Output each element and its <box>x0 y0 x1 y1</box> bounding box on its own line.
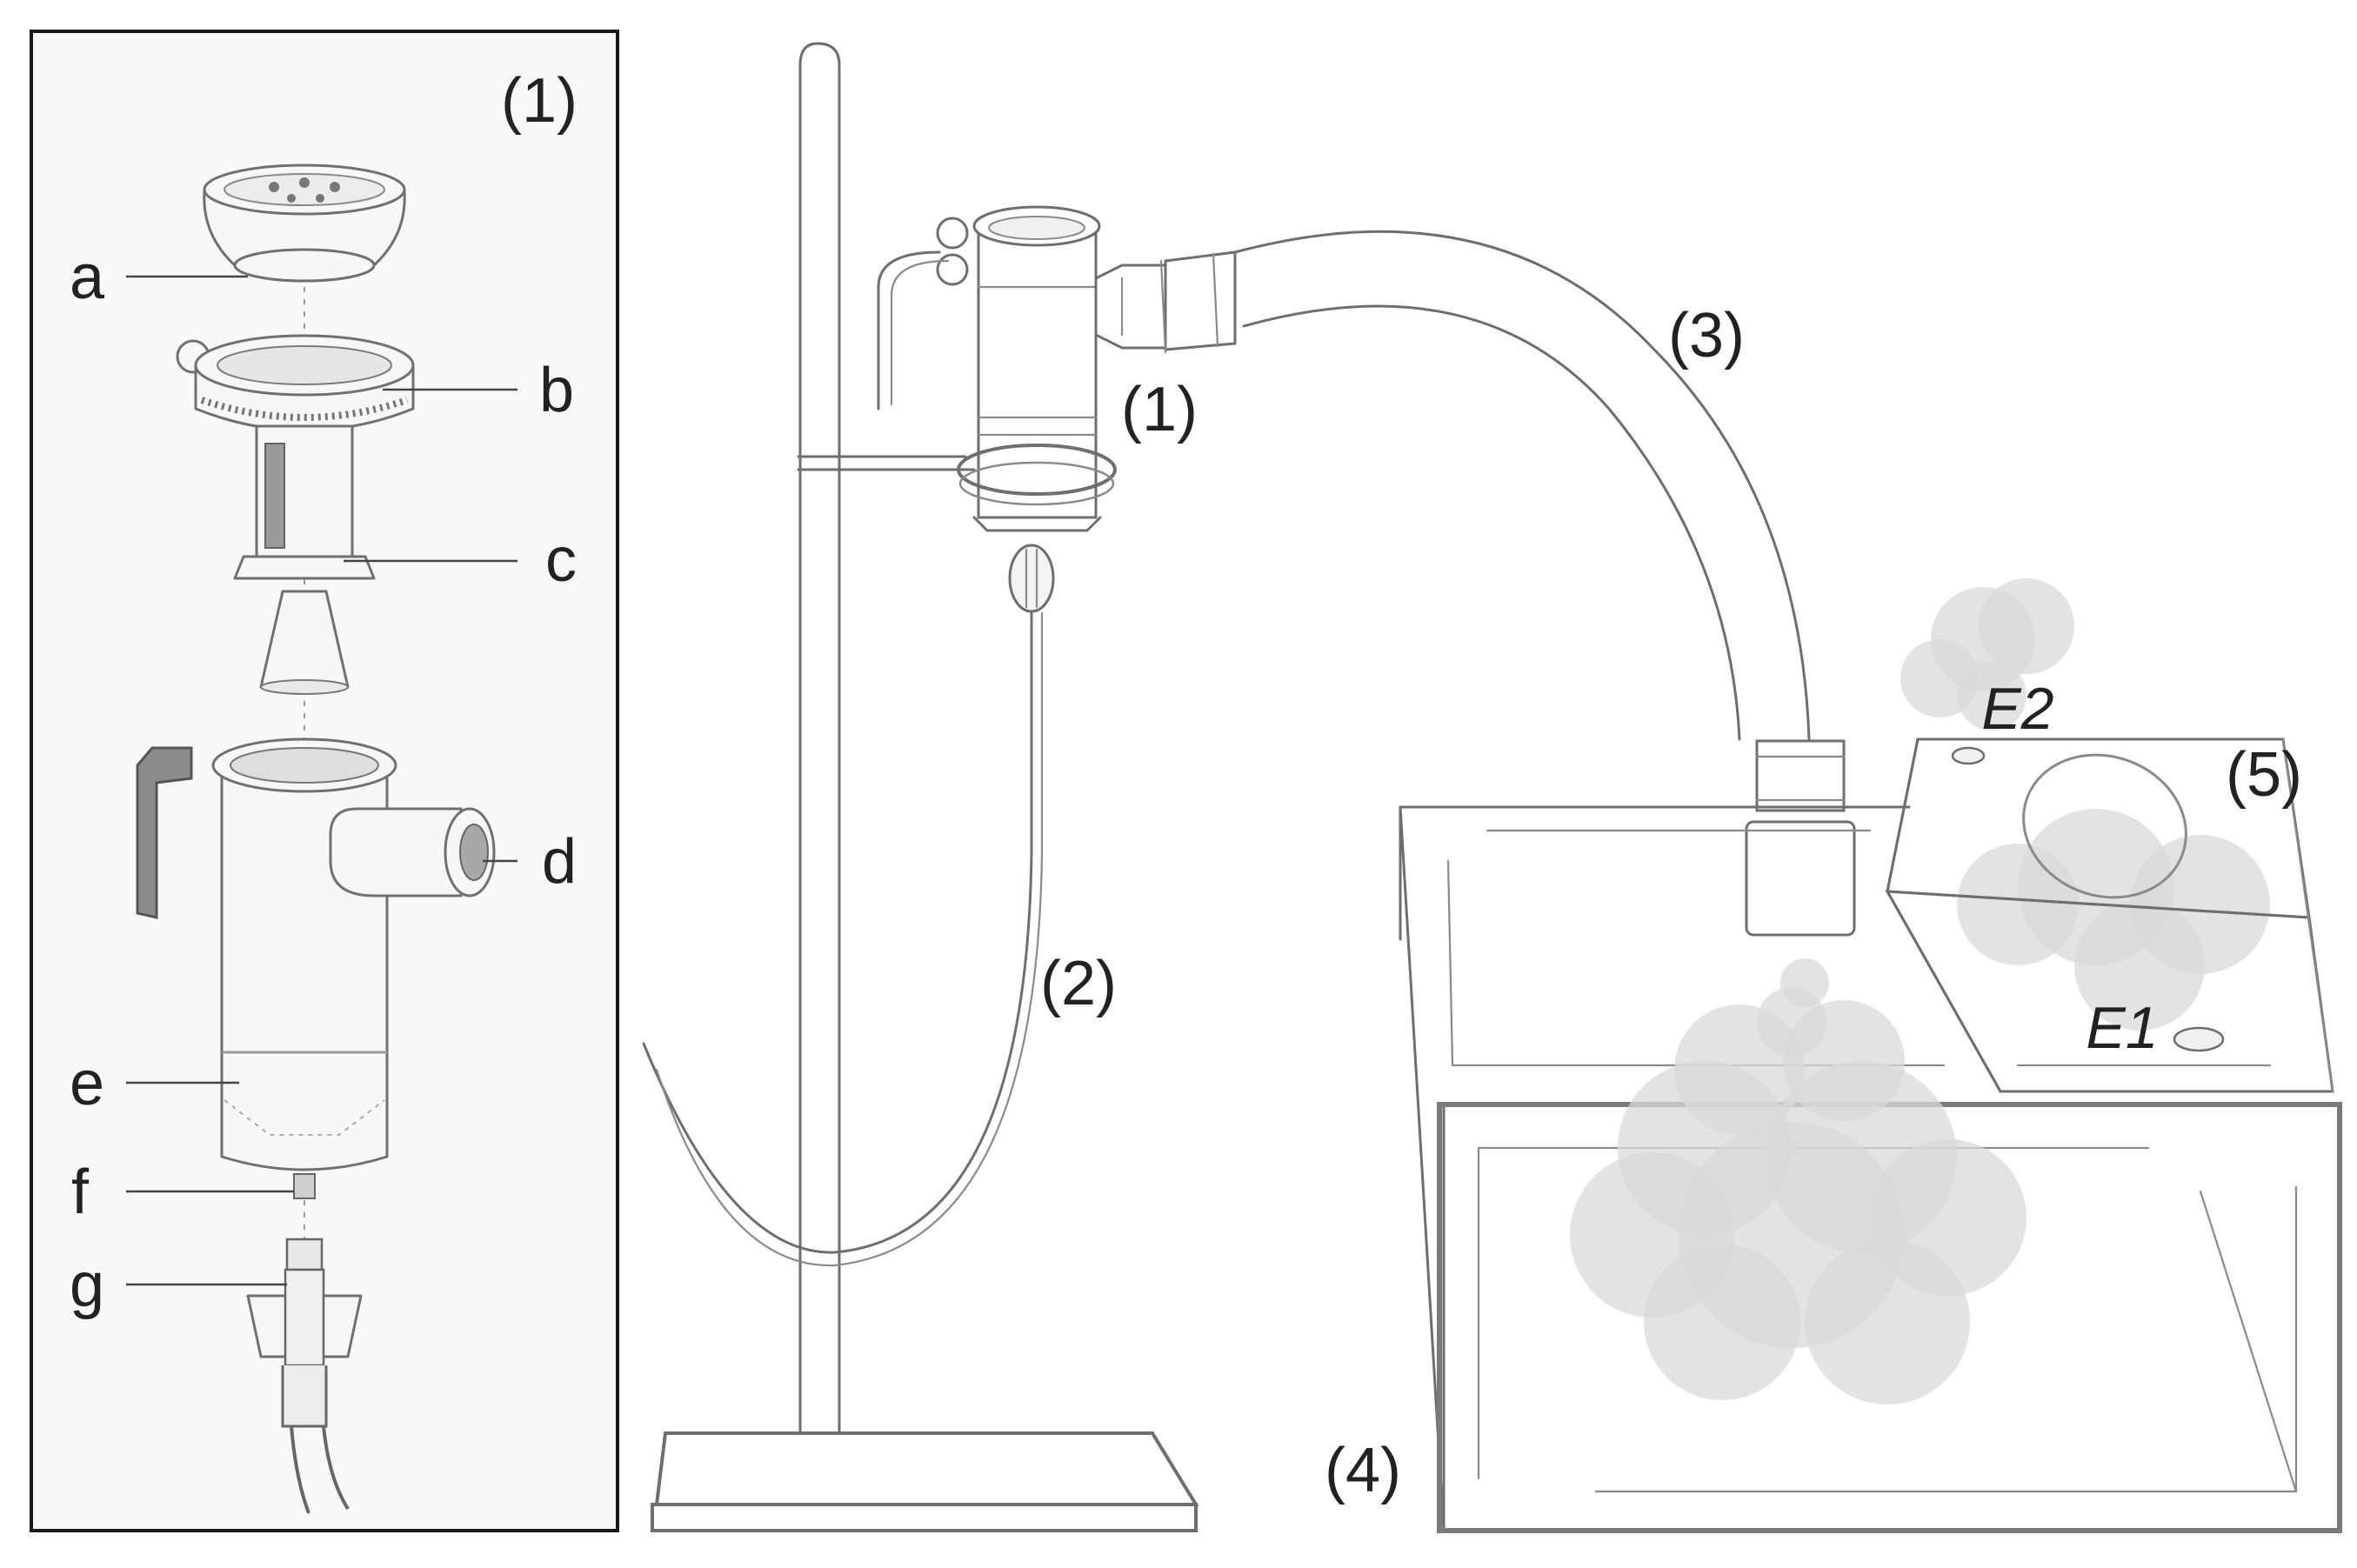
label-e1: E1 <box>2086 995 2158 1061</box>
part-label-c: c <box>545 525 577 595</box>
stand-base-edge <box>651 1503 1198 1532</box>
nebulizer-connector <box>1008 544 1055 613</box>
tubing-outer <box>642 611 1033 1254</box>
part-g-connector <box>246 1238 363 1514</box>
hose-inner <box>1242 304 1741 741</box>
part-body <box>136 737 496 1199</box>
stand-rod <box>798 42 841 1471</box>
box-window <box>2022 753 2187 899</box>
inset-panel: (1) <box>30 30 619 1532</box>
part-label-b: b <box>539 356 574 425</box>
part-c-baffle <box>233 424 376 695</box>
label-e2: E2 <box>1981 676 2053 742</box>
label-hose: (3) <box>1668 301 1745 370</box>
stand-base <box>654 1431 1199 1506</box>
part-label-d: d <box>542 827 577 897</box>
part-label-a: a <box>70 243 105 312</box>
port-e1 <box>2173 1026 2225 1052</box>
hose-nozzle <box>1745 820 1856 937</box>
nebulizer-body <box>977 220 1098 519</box>
hose-outer <box>1233 230 1811 741</box>
tubing-inner <box>655 611 1044 1267</box>
aerosol-cloud <box>1570 578 2270 1405</box>
tubing <box>642 611 1044 1267</box>
nebulizer-handle <box>877 250 941 410</box>
nebulizer-outlet <box>1094 264 1167 350</box>
ring-stand <box>651 42 1199 1532</box>
label-tubing: (2) <box>1040 949 1117 1018</box>
inset-label: (1) <box>501 66 578 136</box>
port-e2 <box>1951 746 1986 765</box>
label-chamber: (4) <box>1325 1436 1401 1505</box>
part-label-f: f <box>71 1158 90 1227</box>
nebulizer <box>877 205 1167 613</box>
hose-collar <box>1755 739 1846 812</box>
part-b-ring <box>176 334 415 432</box>
part-label-e: e <box>70 1049 104 1118</box>
part-label-g: g <box>70 1251 104 1320</box>
label-box: (5) <box>2226 740 2302 810</box>
hose <box>1120 230 1856 937</box>
exhaust-box <box>1885 737 2334 1093</box>
part-a-cap <box>203 163 406 283</box>
label-nebulizer: (1) <box>1121 375 1198 444</box>
